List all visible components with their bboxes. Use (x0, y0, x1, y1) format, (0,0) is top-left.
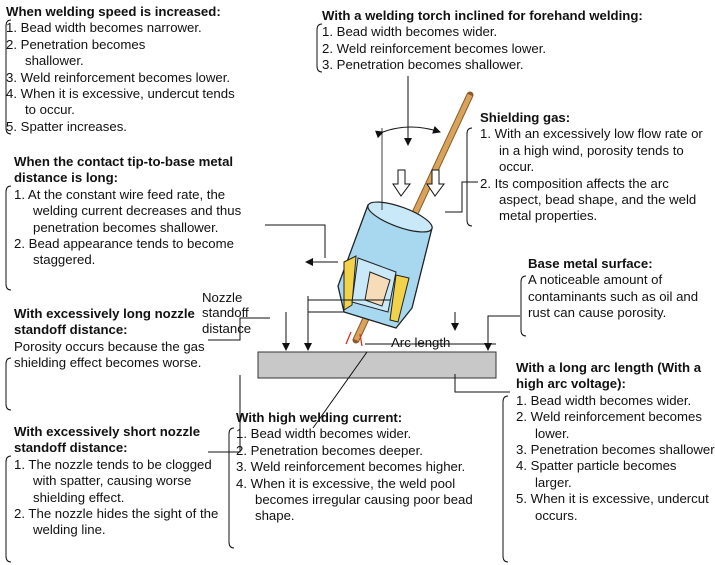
base-metal (257, 351, 497, 379)
list-item: 5. Spatter increases. (6, 118, 127, 134)
nozzle-standoff-label: Nozzle standoff distance (202, 290, 252, 336)
arc-len-block: With a long arc length (With a high arc … (516, 360, 715, 524)
list-item: 2. Weld reinforcement becomes lower. (516, 409, 702, 441)
gas-block: Shielding gas: 1. With an excessively lo… (480, 110, 712, 225)
list-item: 4. Spatter particle becomes larger. (516, 458, 677, 490)
long-standoff-text: Porosity occurs because the gas shieldin… (14, 338, 205, 371)
list-item: 4. When it is excessive, undercut tends … (6, 86, 235, 118)
list-item: 3. Penetration becomes shallower. (516, 442, 715, 458)
tip-heading: When the contact tip-to-base metal dista… (14, 154, 234, 186)
surface-text: A noticeable amount of contaminants such… (528, 272, 699, 321)
list-item: 2. Bead appearance tends to become stagg… (14, 236, 234, 268)
speed-heading: When welding speed is increased: (6, 4, 221, 19)
list-item: 1. Bead width becomes wider. (516, 392, 692, 408)
list-item: 1. Bead width becomes wider. (236, 426, 412, 442)
surface-block: Base metal surface: A noticeable amount … (528, 256, 712, 322)
torch-heading: With a welding torch inclined for foreha… (322, 8, 643, 23)
current-list: 1. Bead width becomes wider. 2. Penetrat… (236, 426, 486, 524)
list-item: 1. The nozzle tends to be clogged with s… (14, 456, 212, 505)
list-item: 1. At the constant wire feed rate, the w… (14, 186, 242, 235)
list-item: 1. Bead width becomes wider. (322, 24, 498, 40)
speed-list: 1. Bead width becomes narrower. 2. Penet… (6, 20, 296, 135)
speed-block: When welding speed is increased: 1. Bead… (6, 4, 296, 135)
arc-len-list: 1. Bead width becomes wider. 2. Weld rei… (516, 392, 715, 524)
list-item: 2. The nozzle hides the sight of the wel… (14, 506, 219, 538)
arc (345, 331, 352, 345)
list-item: 3. Weld reinforcement becomes lower. (6, 69, 231, 85)
list-item: 1. Bead width becomes narrower. (6, 20, 202, 36)
short-standoff-heading: With excessively short nozzle standoff d… (14, 424, 201, 456)
torch-angle-arc (375, 125, 441, 139)
tip-block: When the contact tip-to-base metal dista… (14, 154, 260, 269)
current-heading: With high welding current: (236, 410, 403, 425)
surface-heading: Base metal surface: (528, 256, 653, 271)
arc-len-heading: With a long arc length (With a high arc … (516, 360, 702, 392)
short-standoff-block: With excessively short nozzle standoff d… (14, 424, 222, 539)
long-standoff-heading: With excessively long nozzle standoff di… (14, 306, 195, 338)
long-standoff-block: With excessively long nozzle standoff di… (14, 306, 214, 372)
list-item: 2. Penetration becomes deeper. (236, 442, 423, 458)
current-block: With high welding current: 1. Bead width… (236, 410, 486, 525)
list-item: 1. With an excessively low flow rate or … (480, 126, 703, 175)
short-standoff-list: 1. The nozzle tends to be clogged with s… (14, 457, 222, 539)
contact-tip (364, 271, 391, 307)
torch-block: With a welding torch inclined for foreha… (322, 8, 712, 74)
list-item: 2. Penetration becomes shallower. (6, 36, 146, 69)
tip-list: 1. At the constant wire feed rate, the w… (14, 187, 260, 269)
flow-arrows (392, 169, 445, 197)
list-item: 3. Penetration becomes shallower. (322, 57, 524, 73)
arc-length-label: Arc length (391, 335, 451, 350)
torch-list: 1. Bead width becomes wider. 2. Weld rei… (322, 24, 712, 73)
gas-heading: Shielding gas: (480, 110, 571, 125)
list-item: 4. When it is excessive, the weld pool b… (236, 475, 473, 524)
list-item: 2. Weld reinforcement becomes lower. (322, 40, 547, 56)
torch-nozzle (337, 201, 433, 329)
gas-list: 1. With an excessively low flow rate or … (480, 126, 712, 224)
list-item: 3. Weld reinforcement becomes higher. (236, 459, 466, 475)
list-item: 2. Its composition affects the arc aspec… (480, 175, 697, 224)
list-item: 5. When it is excessive, undercut occurs… (516, 491, 709, 523)
